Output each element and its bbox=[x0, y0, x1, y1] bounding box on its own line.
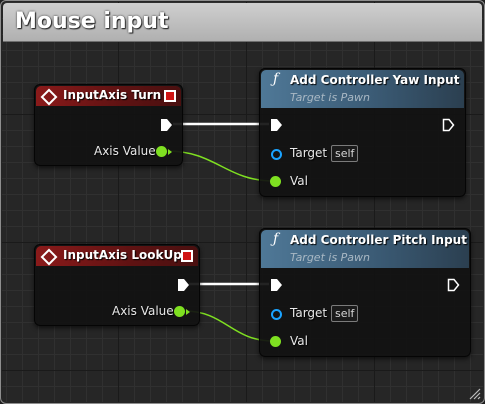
node-inputaxis-turn[interactable]: InputAxis Turn Axis Value bbox=[34, 84, 183, 166]
node-header[interactable]: ƒ Add Controller Pitch Input Target is P… bbox=[261, 230, 469, 268]
node-subtitle: Target is Pawn bbox=[290, 251, 371, 264]
val-label: Val bbox=[290, 334, 308, 348]
node-add-controller-yaw-input[interactable]: ƒ Add Controller Yaw Input Target is Paw… bbox=[259, 68, 466, 197]
function-icon: ƒ bbox=[273, 231, 279, 247]
axis-value-label: Axis Value bbox=[112, 304, 174, 318]
val-pin[interactable] bbox=[270, 176, 281, 187]
node-header[interactable]: InputAxis Turn bbox=[36, 86, 181, 106]
exec-output-pin[interactable] bbox=[442, 118, 455, 132]
node-title: InputAxis Turn bbox=[63, 88, 162, 102]
node-header[interactable]: InputAxis LookUp bbox=[36, 246, 198, 266]
target-pin[interactable] bbox=[271, 309, 282, 320]
exec-output-pin[interactable] bbox=[160, 118, 173, 132]
axis-value-label: Axis Value bbox=[94, 144, 156, 158]
pin-arrow-icon bbox=[168, 149, 172, 155]
node-title: Add Controller Yaw Input bbox=[290, 73, 460, 87]
target-pin[interactable] bbox=[271, 149, 282, 160]
node-subtitle: Target is Pawn bbox=[290, 91, 371, 104]
event-diamond-icon bbox=[40, 248, 58, 266]
comment-title: Mouse input bbox=[15, 9, 169, 34]
target-label: Target bbox=[290, 306, 328, 320]
target-label: Target bbox=[290, 146, 328, 160]
float-wire-turn[interactable] bbox=[166, 150, 275, 182]
val-label: Val bbox=[290, 174, 308, 188]
target-default-value[interactable]: self bbox=[331, 145, 359, 162]
node-inputaxis-lookup[interactable]: InputAxis LookUp Axis Value bbox=[34, 244, 200, 326]
node-title: Add Controller Pitch Input bbox=[290, 233, 467, 247]
node-title: InputAxis LookUp bbox=[63, 248, 182, 262]
target-default-value[interactable]: self bbox=[331, 305, 359, 322]
exec-input-pin[interactable] bbox=[270, 118, 283, 132]
val-pin[interactable] bbox=[270, 336, 281, 347]
exec-input-pin[interactable] bbox=[270, 278, 283, 292]
node-header[interactable]: ƒ Add Controller Yaw Input Target is Paw… bbox=[261, 70, 464, 108]
stop-icon bbox=[181, 250, 193, 262]
resize-grip-icon[interactable] bbox=[467, 386, 481, 400]
pin-arrow-icon bbox=[186, 309, 190, 315]
axis-value-pin[interactable] bbox=[156, 146, 167, 157]
axis-value-pin[interactable] bbox=[174, 306, 185, 317]
function-icon: ƒ bbox=[273, 71, 279, 87]
comment-box-header[interactable]: Mouse input bbox=[3, 3, 482, 41]
event-diamond-icon bbox=[40, 88, 58, 106]
exec-output-pin[interactable] bbox=[177, 278, 190, 292]
node-add-controller-pitch-input[interactable]: ƒ Add Controller Pitch Input Target is P… bbox=[259, 228, 471, 357]
stop-icon bbox=[164, 90, 176, 102]
exec-output-pin[interactable] bbox=[447, 278, 460, 292]
